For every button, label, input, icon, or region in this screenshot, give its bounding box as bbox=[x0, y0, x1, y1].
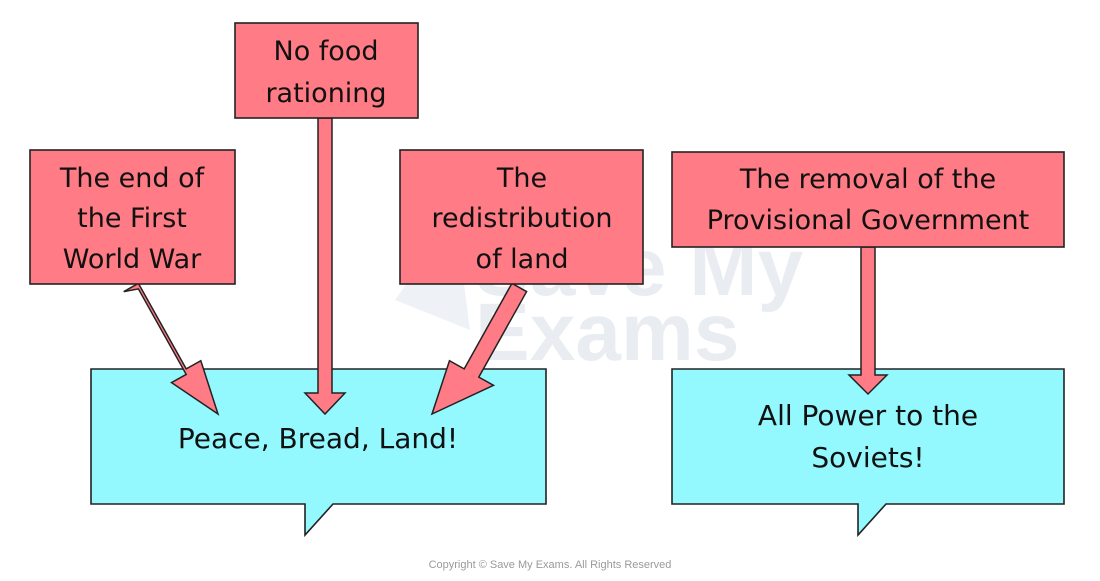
cause-end-of-war-line-2: the First bbox=[77, 203, 187, 234]
cause-removal-line-1: The removal of the bbox=[739, 164, 996, 195]
slogan-peace-bread-land: Peace, Bread, Land! bbox=[178, 422, 458, 455]
cause-box-no-rationing: No food rationing bbox=[234, 22, 419, 119]
arrow-removal bbox=[847, 246, 889, 396]
cause-box-removal: The removal of the Provisional Governmen… bbox=[671, 151, 1065, 248]
cause-removal-line-2: Provisional Government bbox=[707, 205, 1030, 236]
speech-bubble-right-shape bbox=[671, 368, 1065, 538]
arrow-no-rationing bbox=[303, 117, 347, 416]
arrow-land bbox=[430, 282, 528, 416]
cause-end-of-war-line-1: The end of bbox=[59, 163, 206, 194]
cause-box-end-of-war-shape bbox=[29, 149, 236, 285]
cause-box-land: The redistribution of land bbox=[399, 149, 644, 285]
cause-no-rationing-line-1: No food bbox=[274, 36, 379, 67]
cause-land-line-3: of land bbox=[476, 244, 569, 275]
cause-box-land-shape bbox=[399, 149, 644, 285]
cause-no-rationing-line-2: rationing bbox=[265, 78, 386, 109]
cause-land-line-1: The bbox=[496, 163, 547, 194]
slogan-all-power-line-1: All Power to the bbox=[758, 399, 978, 432]
arrows bbox=[123, 117, 889, 416]
cause-end-of-war-line-3: World War bbox=[63, 244, 202, 275]
speech-bubble-all-power: All Power to the Soviets! bbox=[671, 368, 1065, 538]
arrow-end-of-war bbox=[123, 282, 220, 416]
cause-land-line-2: redistribution bbox=[432, 203, 613, 234]
slogan-all-power-line-2: Soviets! bbox=[811, 441, 924, 474]
copyright-notice: Copyright © Save My Exams. All Rights Re… bbox=[429, 559, 672, 571]
speech-bubble-peace-bread-land: Peace, Bread, Land! bbox=[90, 368, 547, 538]
cause-box-no-rationing-shape bbox=[234, 22, 419, 119]
cause-box-removal-shape bbox=[671, 151, 1065, 248]
cause-box-end-of-war: The end of the First World War bbox=[29, 149, 236, 285]
speech-bubble-left-shape bbox=[90, 368, 547, 538]
